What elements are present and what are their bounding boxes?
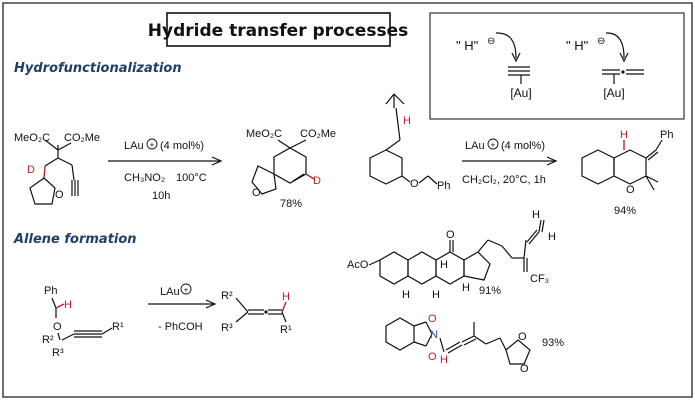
title: Hydride transfer processes: [148, 21, 408, 41]
p3-r1: R¹: [280, 324, 292, 336]
p1-right-ester: CO₂Me: [300, 128, 336, 140]
inset-hydride-alkyne: " H" ⊖ [Au]: [456, 32, 532, 100]
sm3-r3: R³: [52, 347, 64, 359]
sm1-left-ester: MeO₂C: [14, 132, 50, 144]
sm2-hydrogen: H: [403, 115, 411, 127]
charge-1: ⊖: [487, 36, 495, 47]
p2-phenyl: Ph: [660, 129, 673, 141]
charge-2: ⊖: [597, 36, 605, 47]
phth-n: N: [430, 329, 438, 341]
reaction3-starting-material: Ph H O R² R³ R¹: [42, 285, 124, 359]
title-box: [166, 12, 391, 47]
reaction1-product: MeO₂C CO₂Me D O 78%: [246, 128, 336, 210]
arrowhead-1: [511, 52, 521, 63]
reaction3-byproduct: - PhCOH: [158, 321, 203, 333]
svg-text:+: +: [184, 286, 189, 295]
reaction2-yield: 94%: [614, 205, 636, 217]
au-label-1: [Au]: [510, 86, 531, 100]
section-hydrofunctionalization: Hydrofunctionalization: [14, 61, 182, 76]
sm3-r2: R²: [42, 334, 54, 346]
curved-arrow-2: [605, 32, 625, 59]
inset-box: [429, 12, 685, 120]
steroid-h-b: H: [432, 289, 440, 301]
sm3-hydrogen: H: [64, 299, 72, 311]
steroid-h-d: H: [462, 282, 470, 294]
steroid-h-top1: H: [532, 209, 540, 221]
reaction1-yield: 78%: [280, 198, 302, 210]
p3-r2: R²: [221, 290, 233, 302]
reaction1-solvent: CH₃NO₂: [124, 172, 165, 184]
hydride-label-1: " H": [456, 38, 479, 53]
section-allene-formation: Allene formation: [13, 232, 137, 247]
reaction3-product: R² R³ H R¹: [221, 290, 292, 336]
reaction3-reagent: LAu: [160, 286, 180, 298]
steroid-allene-product: AcO H H H H O H H CF₃ 91%: [347, 209, 556, 301]
reaction2-reagent: LAu: [465, 140, 485, 152]
reaction2-conditions: CH₂Cl₂, 20°C, 1h: [462, 174, 546, 186]
reaction1-temperature: 100°C: [176, 172, 207, 184]
phth-o-bottom: O: [428, 351, 437, 363]
steroid-cf3: CF₃: [530, 273, 549, 285]
reaction1-time: 10h: [152, 190, 170, 202]
steroid-aco: AcO: [347, 259, 369, 271]
sm2-oxygen: O: [410, 178, 419, 190]
sm3-phenyl: Ph: [44, 285, 57, 297]
phthalimide-yield: 93%: [542, 337, 564, 349]
steroid-h-top2: H: [548, 231, 556, 243]
svg-text:+: +: [491, 141, 496, 150]
reaction1-reagent: LAu: [124, 140, 144, 152]
steroid-oxygen: O: [446, 229, 455, 241]
phth-h: H: [440, 354, 448, 366]
p3-hydrogen: H: [282, 291, 290, 303]
p1-left-ester: MeO₂C: [246, 128, 282, 140]
steroid-h-c: H: [440, 259, 448, 271]
reaction1-plus: +: [150, 141, 155, 150]
sm1-oxygen: O: [55, 189, 64, 201]
phthalimide-allene-product: O O N H O O 93%: [385, 313, 564, 375]
p2-oxygen: O: [626, 184, 635, 196]
au-label-2: [Au]: [603, 86, 624, 100]
p2-hydrogen: H: [620, 129, 628, 141]
p3-r3: R³: [221, 322, 233, 334]
phth-o-ring1: O: [518, 331, 527, 343]
reaction1-starting-material: MeO₂C CO₂Me D O: [14, 132, 100, 205]
phth-o-top: O: [428, 313, 437, 325]
sm3-r1: R¹: [112, 321, 124, 333]
sm1-right-ester: CO₂Me: [64, 132, 100, 144]
reaction2-starting-material: H O Ph: [369, 93, 450, 192]
inset-hydride-allene: " H" ⊖ [Au]: [566, 32, 644, 100]
sm3-oxygen: O: [53, 321, 62, 333]
reaction1-catalyst-load: (4 mol%): [160, 140, 204, 152]
steroid-yield: 91%: [479, 285, 501, 297]
sm1-deuterium: D: [27, 164, 35, 176]
arrowhead-2: [619, 52, 629, 63]
phth-o-ring2: O: [520, 363, 529, 375]
curved-arrow-1: [495, 32, 517, 59]
p1-deuterium: D: [313, 175, 321, 187]
sm2-phenyl: Ph: [437, 180, 450, 192]
reaction2-catalyst-load: (4 mol%): [501, 140, 545, 152]
hydride-label-2: " H": [566, 38, 589, 53]
reaction2-product: H Ph O 94%: [581, 129, 673, 217]
p1-oxygen: O: [252, 187, 261, 199]
steroid-h-a: H: [402, 289, 410, 301]
